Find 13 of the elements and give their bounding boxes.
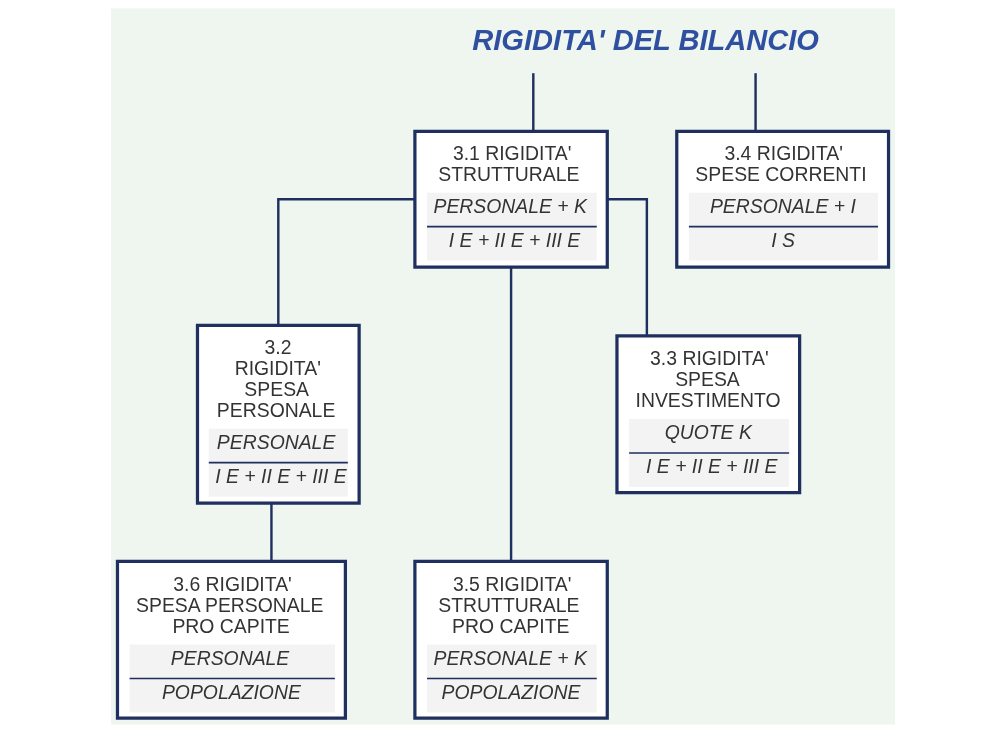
node-box: 3.1 RIGIDITA' STRUTTURALE PERSONALE + K I E + II E + III E bbox=[412, 129, 609, 269]
node-box: 3.2 RIGIDITA' SPESA PERSONALE PERSONALE I E + II E + III E bbox=[195, 323, 361, 505]
connector bbox=[607, 198, 648, 336]
connector bbox=[509, 267, 512, 561]
connector bbox=[276, 198, 414, 325]
connector bbox=[531, 73, 534, 131]
connector bbox=[269, 503, 273, 561]
connector bbox=[753, 73, 757, 131]
node-text: RIGIDITA' DEL BILANCIO bbox=[471, 23, 819, 56]
node-box: 3.4 RIGIDITA' SPESE CORRENTI PERSONALE + I I S bbox=[674, 129, 890, 269]
node-box: 3.6 RIGIDITA' SPESA PERSONALE PRO CAPITE PERSONALE POPOLAZIONE bbox=[115, 559, 347, 720]
node-box: 3.3 RIGIDITA' SPESA INVESTIMENTO QUOTE K I E + II E + III E bbox=[614, 334, 801, 495]
node-box: 3.5 RIGIDITA' STRUTTURALE PRO CAPITE PERSONALE + K POPOLAZIONE bbox=[412, 559, 609, 720]
